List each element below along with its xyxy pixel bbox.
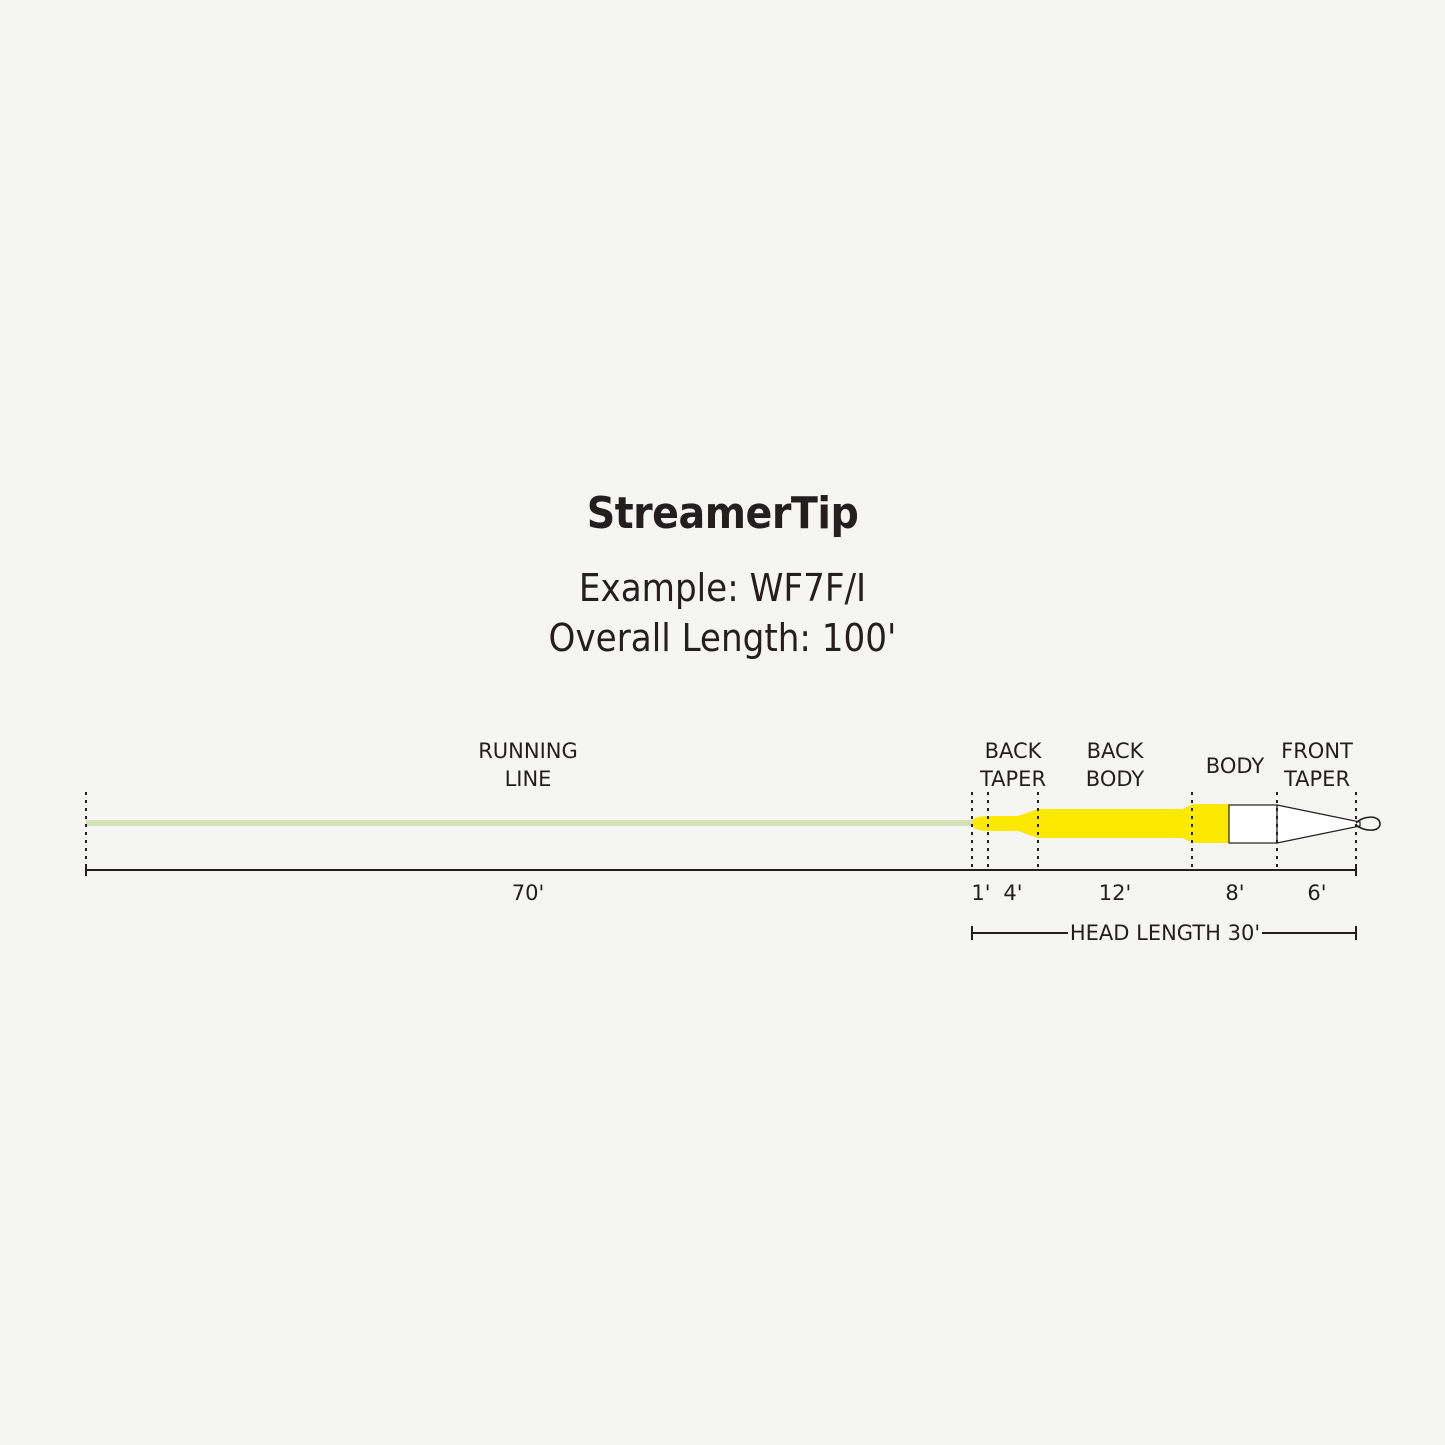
- head-length-bracket: [971, 926, 1357, 940]
- overall-length: Overall Length: 100': [548, 616, 897, 660]
- joint-length: 1': [971, 881, 990, 905]
- head-length-label: HEAD LENGTH 30': [1070, 921, 1260, 945]
- front-taper-length: 6': [1307, 881, 1326, 905]
- front-taper-section: [1276, 804, 1361, 844]
- welded-loop-icon: [1355, 816, 1381, 831]
- back-taper-label-2: TAPER: [979, 767, 1046, 791]
- back-body-label-1: BACK: [1087, 739, 1145, 763]
- running-line-label-1: RUNNING: [478, 739, 578, 763]
- running-line-label-2: LINE: [505, 767, 552, 791]
- dimension-ticks: [85, 864, 1357, 876]
- back-body-length: 12': [1099, 881, 1132, 905]
- back-body-label-2: BODY: [1086, 767, 1145, 791]
- back-taper-length: 4': [1003, 881, 1022, 905]
- body-length: 8': [1225, 881, 1244, 905]
- head-section: [972, 804, 1229, 843]
- back-taper-label-1: BACK: [985, 739, 1043, 763]
- example-line: Example: WF7F/I: [578, 566, 867, 610]
- front-taper-label-2: TAPER: [1283, 767, 1350, 791]
- diagram-title: StreamerTip: [586, 488, 859, 539]
- front-taper-label-1: FRONT: [1281, 739, 1353, 763]
- body-label: BODY: [1206, 754, 1265, 778]
- running-line-length: 70': [512, 881, 545, 905]
- running-line: [86, 820, 974, 826]
- front-body-section: [1228, 804, 1278, 844]
